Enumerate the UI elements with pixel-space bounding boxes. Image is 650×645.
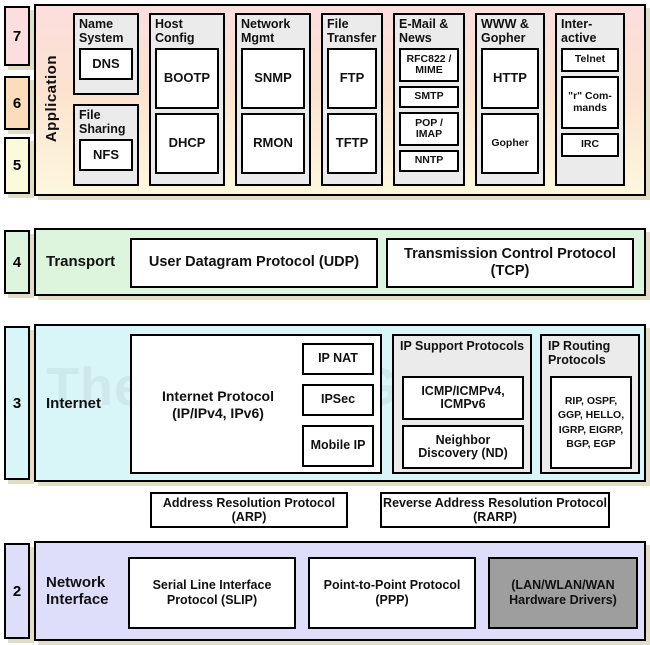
osi-layer-number: 3	[12, 394, 22, 412]
application-layer-label-wrap: Application	[40, 24, 62, 174]
app-column-file-transfer: File Transfer FTP TFTP	[321, 13, 383, 186]
protocol-pop-imap: POP / IMAP	[399, 112, 459, 146]
protocol-neighbor-discovery: Neighbor Discovery (ND)	[402, 425, 524, 469]
protocol-smtp: SMTP	[399, 86, 459, 108]
app-column-title: File Transfer	[327, 17, 377, 45]
app-column-email-news: E-Mail & News RFC822 / MIME SMTP POP / I…	[393, 13, 465, 186]
osi-layer-tab-3: 3	[4, 326, 30, 480]
osi-layer-number: 6	[12, 94, 22, 112]
protocol-rfc822-mime: RFC822 / MIME	[399, 48, 459, 82]
ip-support-protocols-title: IP Support Protocols	[400, 339, 525, 353]
protocol-rmon: RMON	[241, 113, 305, 174]
protocol-dns: DNS	[79, 48, 133, 80]
network-interface-layer-label: Network Interface	[46, 574, 109, 608]
app-column-title: Network Mgmt	[241, 17, 291, 45]
osi-layer-number: 2	[12, 582, 22, 600]
app-column-title: Name System	[79, 17, 124, 45]
transport-layer-label: Transport	[46, 253, 116, 270]
application-layer-label: Application	[42, 55, 60, 143]
transport-layer: Transport User Datagram Protocol (UDP) T…	[34, 228, 646, 296]
protocol-snmp: SNMP	[241, 48, 305, 109]
protocol-ip-label: Internet Protocol (IP/IPv4, IPv6)	[161, 388, 274, 422]
protocol-nfs: NFS	[79, 139, 133, 171]
hardware-drivers: (LAN/WLAN/WAN Hardware Drivers)	[488, 557, 638, 629]
protocol-telnet: Telnet	[561, 48, 619, 72]
app-column-interactive: Inter-active Telnet "r" Com-mands IRC	[555, 13, 625, 186]
ip-support-protocols-group: IP Support Protocols ICMP/ICMPv4, ICMPv6…	[392, 334, 532, 474]
osi-layer-number: 4	[12, 253, 22, 271]
protocol-ipsec: IPSec	[302, 384, 374, 416]
protocol-tftp: TFTP	[327, 113, 377, 174]
protocol-bootp: BOOTP	[155, 48, 219, 109]
app-column-host-config: Host Config BOOTP DHCP	[149, 13, 225, 186]
network-interface-layer: Network Interface Serial Line Interface …	[34, 541, 646, 641]
osi-layer-tab-2: 2	[4, 543, 30, 639]
protocol-ip-nat: IP NAT	[302, 343, 374, 375]
osi-layer-tab-4: 4	[4, 230, 30, 294]
protocol-icmp: ICMP/ICMPv4, ICMPv6	[402, 376, 524, 420]
protocol-nntp: NNTP	[399, 150, 459, 172]
app-column-www-gopher: WWW & Gopher HTTP Gopher	[475, 13, 545, 186]
protocol-mobile-ip: Mobile IP	[302, 425, 374, 467]
app-column-title: WWW & Gopher	[481, 17, 529, 45]
internet-layer-label: Internet	[46, 395, 102, 412]
app-column-title: Inter-active	[561, 17, 597, 45]
protocol-http: HTTP	[481, 48, 539, 109]
osi-layer-number: 5	[12, 157, 22, 174]
protocol-ftp: FTP	[327, 48, 377, 109]
app-column-title: Host Config	[155, 17, 195, 45]
protocol-tcp: Transmission Control Protocol (TCP)	[386, 238, 634, 288]
protocol-irc: IRC	[561, 133, 619, 157]
application-layer: Application Name System DNS File Sharing…	[34, 4, 646, 196]
protocol-r-commands: "r" Com-mands	[561, 76, 619, 129]
protocol-ppp: Point-to-Point Protocol (PPP)	[308, 557, 476, 629]
protocol-udp: User Datagram Protocol (UDP)	[130, 238, 378, 288]
app-column-name-system: Name System DNS	[73, 13, 139, 95]
osi-layer-number: 7	[12, 27, 22, 45]
ip-routing-protocols-title: IP Routing Protocols	[548, 339, 611, 367]
internet-layer: The TCP/IP Guide Internet Internet Proto…	[34, 324, 646, 482]
app-column-title: E-Mail & News	[399, 17, 449, 45]
internet-protocol-group: Internet Protocol (IP/IPv4, IPv6) IP NAT…	[130, 334, 382, 474]
osi-layer-tab-6: 6	[4, 76, 30, 130]
ip-routing-protocols-group: IP Routing Protocols RIP, OSPF, GGP, HEL…	[540, 334, 640, 474]
protocol-routing-list: RIP, OSPF, GGP, HELLO, IGRP, EIGRP, BGP,…	[550, 376, 632, 469]
protocol-arp: Address Resolution Protocol (ARP)	[150, 492, 348, 528]
protocol-slip: Serial Line Interface Protocol (SLIP)	[128, 557, 296, 629]
osi-layer-tab-5: 5	[4, 137, 30, 194]
protocol-rarp: Reverse Address Resolution Protocol (RAR…	[380, 492, 610, 528]
protocol-gopher: Gopher	[481, 113, 539, 174]
app-column-network-mgmt: Network Mgmt SNMP RMON	[235, 13, 311, 186]
app-column-title: File Sharing	[79, 108, 126, 136]
app-column-file-sharing: File Sharing NFS	[73, 104, 139, 186]
protocol-dhcp: DHCP	[155, 113, 219, 174]
osi-layer-tab-7: 7	[4, 6, 30, 66]
